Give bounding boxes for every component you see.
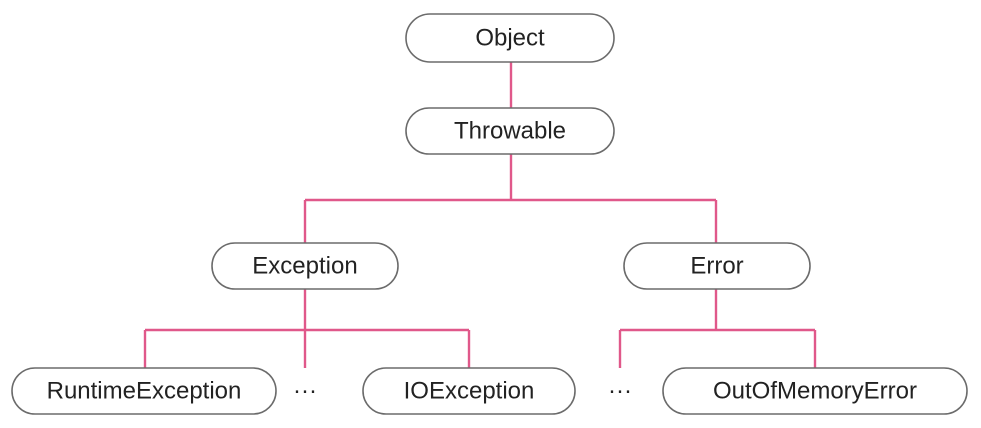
node-runtime-exception-label: RuntimeException — [47, 378, 242, 405]
node-object: Object — [405, 13, 615, 63]
node-io-exception: IOException — [362, 367, 576, 415]
node-out-of-memory-error: OutOfMemoryError — [662, 367, 968, 415]
node-out-of-memory-error-label: OutOfMemoryError — [713, 378, 917, 405]
node-throwable: Throwable — [405, 107, 615, 155]
node-exception: Exception — [211, 242, 399, 290]
exception-ellipsis: ··· — [293, 378, 317, 405]
node-io-exception-label: IOException — [404, 378, 535, 405]
connectors — [143, 62, 817, 368]
error-ellipsis: ··· — [608, 378, 632, 405]
node-runtime-exception: RuntimeException — [11, 367, 277, 415]
node-throwable-label: Throwable — [454, 118, 566, 145]
node-exception-label: Exception — [252, 253, 357, 280]
node-error: Error — [623, 242, 811, 290]
node-object-label: Object — [475, 25, 545, 52]
node-error-label: Error — [690, 253, 743, 280]
